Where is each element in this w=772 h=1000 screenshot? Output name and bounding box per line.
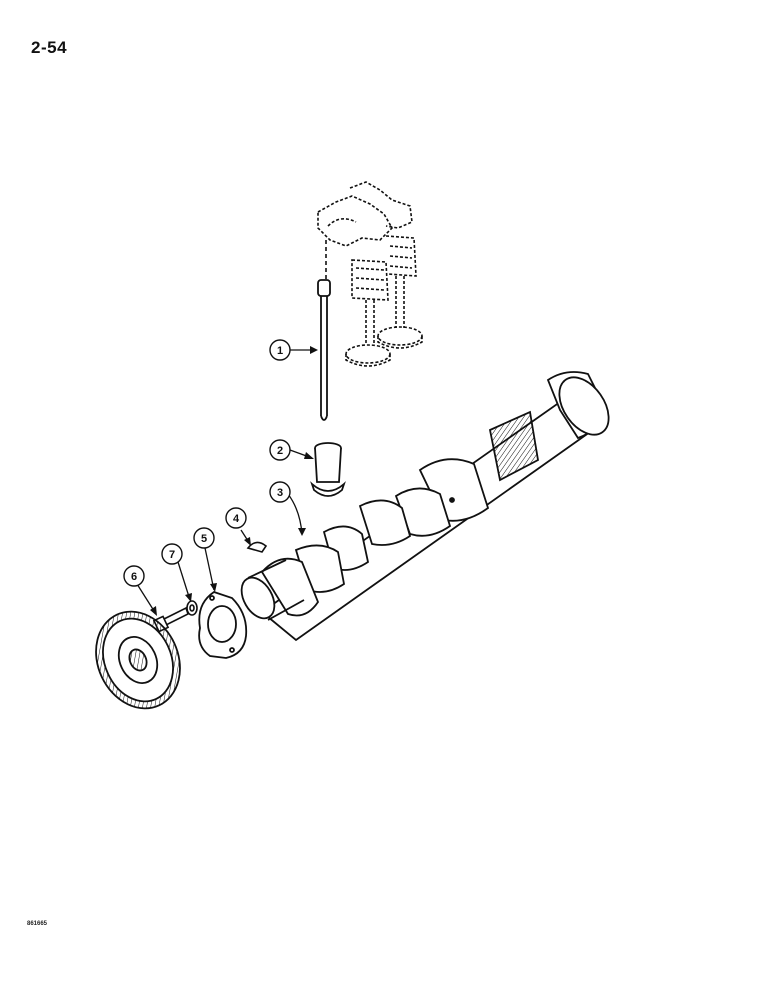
svg-text:3: 3: [277, 487, 283, 499]
washer: [186, 600, 198, 616]
tappet: [310, 442, 346, 497]
svg-text:4: 4: [233, 513, 240, 525]
callout-4: 4: [225, 507, 247, 529]
push-rod: [317, 279, 331, 421]
rocker-arm-assembly: [317, 181, 423, 367]
camshaft-gear: [95, 610, 181, 710]
svg-text:6: 6: [131, 571, 137, 583]
callout-3: 3: [269, 481, 291, 503]
callout-2: 2: [269, 439, 291, 461]
camshaft: [240, 371, 610, 642]
woodruff-key: [246, 541, 268, 553]
thrust-plate: [198, 591, 248, 659]
callout-6: 6: [123, 565, 145, 587]
svg-text:5: 5: [201, 533, 207, 545]
callout-1: 1: [269, 339, 291, 361]
callout-7: 7: [161, 543, 183, 565]
page-number: 2-54: [31, 38, 68, 57]
svg-text:2: 2: [277, 445, 283, 457]
figure-id: 861665: [27, 921, 48, 927]
svg-text:7: 7: [169, 549, 175, 561]
svg-text:1: 1: [277, 345, 283, 357]
callout-5: 5: [193, 527, 215, 549]
leader-arrowheads: [150, 346, 318, 616]
